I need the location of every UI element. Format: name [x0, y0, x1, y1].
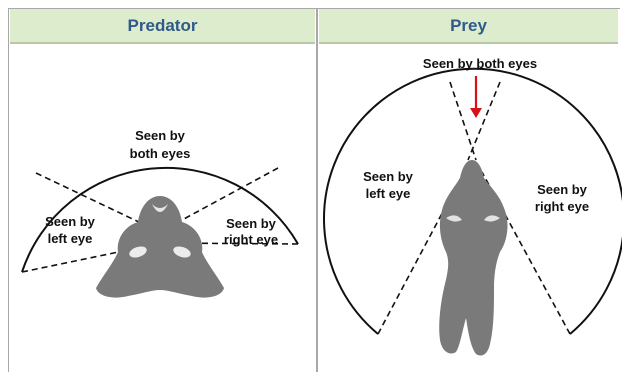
prey-arrow-head: [470, 108, 482, 118]
prey-label-both: Seen by both eyes: [423, 56, 537, 71]
prey-label-left-1: Seen by: [363, 169, 414, 184]
prey-diagram: Seen by both eyes Seen by left eye Seen …: [324, 56, 622, 356]
prey-label-right-2: right eye: [535, 199, 589, 214]
predator-label-left-1: Seen by: [45, 214, 96, 229]
predator-label-right-2: right eye: [224, 232, 278, 247]
prey-label-right-1: Seen by: [537, 182, 588, 197]
predator-label-right-1: Seen by: [226, 216, 277, 231]
predator-label-both-1: Seen by: [135, 128, 186, 143]
prey-body-silhouette: [439, 160, 507, 356]
predator-diagram: Seen by both eyes Seen by left eye Seen …: [22, 128, 298, 298]
predator-label-left-2: left eye: [48, 231, 93, 246]
predator-label-both-2: both eyes: [130, 146, 191, 161]
prey-sightline-right-top: [468, 82, 500, 160]
prey-label-left-2: left eye: [366, 186, 411, 201]
